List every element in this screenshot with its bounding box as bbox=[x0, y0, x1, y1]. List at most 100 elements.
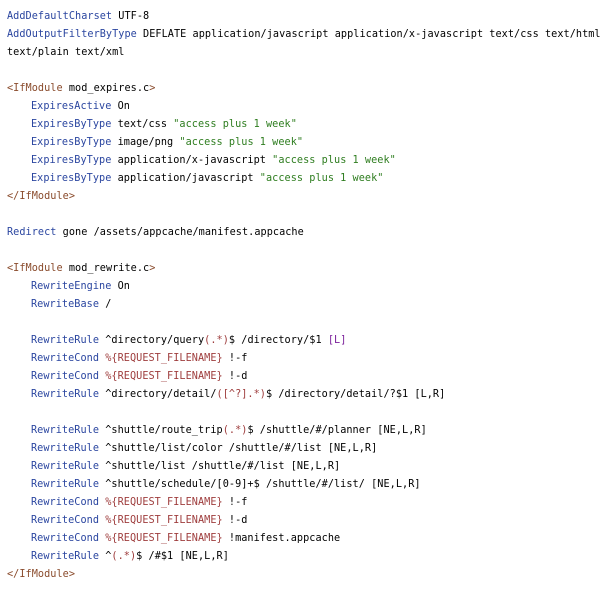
directive-token: RewriteRule bbox=[31, 335, 100, 346]
text-token: ^ bbox=[99, 551, 112, 562]
text-token: !-d bbox=[222, 515, 248, 526]
text-token: ^directory/detail/ bbox=[99, 389, 217, 400]
text-token: / bbox=[99, 299, 112, 310]
code-line: ExpiresByType image/png "access plus 1 w… bbox=[7, 134, 600, 152]
code-line: RewriteRule ^shuttle/schedule/[0-9]+$ /s… bbox=[7, 476, 600, 494]
code-line: RewriteRule ^directory/detail/([^?].*)$ … bbox=[7, 386, 600, 404]
directive-token: Redirect bbox=[7, 227, 57, 238]
directive-token: RewriteRule bbox=[31, 389, 100, 400]
code-line bbox=[7, 314, 600, 332]
text-token: $ /directory/$1 bbox=[228, 335, 328, 346]
text-token: application/x-javascript bbox=[111, 155, 273, 166]
code-line: RewriteRule ^(.*)$ /#$1 [NE,L,R] bbox=[7, 548, 600, 566]
directive-token: RewriteRule bbox=[31, 479, 100, 490]
code-line: <IfModule mod_expires.c> bbox=[7, 80, 600, 98]
text-token: UTF-8 bbox=[112, 11, 150, 22]
directive-token: RewriteCond bbox=[31, 515, 100, 526]
tag-token: <IfModule bbox=[7, 263, 63, 274]
directive-token: RewriteEngine bbox=[31, 281, 112, 292]
directive-token: RewriteRule bbox=[31, 551, 100, 562]
code-line: RewriteRule ^directory/query(.*)$ /direc… bbox=[7, 332, 600, 350]
variable-token: %{REQUEST_FILENAME} bbox=[105, 353, 223, 364]
text-token: !-d bbox=[222, 371, 248, 382]
code-line bbox=[7, 206, 600, 224]
code-line: RewriteCond %{REQUEST_FILENAME} !-f bbox=[7, 350, 600, 368]
text-token: !-f bbox=[222, 497, 248, 508]
code-line: RewriteRule ^shuttle/list /shuttle/#/lis… bbox=[7, 458, 600, 476]
text-token: ^shuttle/list /shuttle/#/list [NE,L,R] bbox=[99, 461, 341, 472]
variable-token: %{REQUEST_FILENAME} bbox=[105, 533, 223, 544]
tag-token: </IfModule> bbox=[7, 191, 76, 202]
text-token: mod_rewrite.c bbox=[62, 263, 150, 274]
directive-token: ExpiresActive bbox=[31, 101, 112, 112]
code-line: Redirect gone /assets/appcache/manifest.… bbox=[7, 224, 600, 242]
code-line: RewriteBase / bbox=[7, 296, 600, 314]
code-line: RewriteRule ^shuttle/route_trip(.*)$ /sh… bbox=[7, 422, 600, 440]
code-line: <IfModule mod_rewrite.c> bbox=[7, 260, 600, 278]
variable-token: %{REQUEST_FILENAME} bbox=[105, 497, 223, 508]
directive-token: ExpiresByType bbox=[31, 173, 112, 184]
string-token: "access plus 1 week" bbox=[272, 155, 396, 166]
code-line bbox=[7, 62, 600, 80]
text-token: $ /directory/detail/?$1 [L,R] bbox=[265, 389, 446, 400]
text-token: ^directory/query bbox=[99, 335, 205, 346]
directive-token: ExpiresByType bbox=[31, 119, 112, 130]
variable-token: %{REQUEST_FILENAME} bbox=[105, 371, 223, 382]
code-line: AddOutputFilterByType DEFLATE applicatio… bbox=[7, 26, 600, 44]
directive-token: RewriteBase bbox=[31, 299, 100, 310]
string-token: "access plus 1 week" bbox=[173, 119, 297, 130]
tag-token: </IfModule> bbox=[7, 569, 76, 580]
variable-token: %{REQUEST_FILENAME} bbox=[105, 515, 223, 526]
text-token: ^shuttle/list/color /shuttle/#/list [NE,… bbox=[99, 443, 378, 454]
variable-token: ([^?].*) bbox=[216, 389, 266, 400]
directive-token: RewriteRule bbox=[31, 461, 100, 472]
directive-token: RewriteRule bbox=[31, 443, 100, 454]
code-line: </IfModule> bbox=[7, 188, 600, 206]
directive-token: RewriteCond bbox=[31, 353, 100, 364]
code-line: ExpiresByType application/x-javascript "… bbox=[7, 152, 600, 170]
directive-token: RewriteCond bbox=[31, 533, 100, 544]
code-line: </IfModule> bbox=[7, 566, 600, 584]
text-token: $ /#$1 [NE,L,R] bbox=[136, 551, 229, 562]
variable-token: (.*) bbox=[204, 335, 229, 346]
code-line: text/plain text/xml bbox=[7, 44, 600, 62]
directive-token: AddDefaultCharset bbox=[7, 11, 113, 22]
code-line: RewriteEngine On bbox=[7, 278, 600, 296]
code-line: RewriteCond %{REQUEST_FILENAME} !-d bbox=[7, 512, 600, 530]
directive-token: ExpiresByType bbox=[31, 137, 112, 148]
text-token: image/png bbox=[111, 137, 180, 148]
directive-token: RewriteRule bbox=[31, 425, 100, 436]
code-line: ExpiresByType text/css "access plus 1 we… bbox=[7, 116, 600, 134]
code-line: AddDefaultCharset UTF-8 bbox=[7, 8, 600, 26]
variable-token: (.*) bbox=[111, 551, 137, 562]
text-token: !manifest.appcache bbox=[222, 533, 341, 544]
tag-token: > bbox=[149, 263, 156, 274]
string-token: "access plus 1 week" bbox=[259, 173, 384, 184]
text-token: mod_expires.c bbox=[62, 83, 150, 94]
text-token: DEFLATE application/javascript applicati… bbox=[136, 29, 600, 40]
directive-token: AddOutputFilterByType bbox=[7, 29, 137, 40]
bracket-token: [L] bbox=[327, 335, 347, 346]
tag-token: <IfModule bbox=[7, 83, 63, 94]
code-line bbox=[7, 242, 600, 260]
code-line: ExpiresActive On bbox=[7, 98, 600, 116]
text-token: text/css bbox=[111, 119, 174, 130]
text-token: $ /shuttle/#/planner [NE,L,R] bbox=[247, 425, 427, 436]
code-line bbox=[7, 404, 600, 422]
variable-token: (.*) bbox=[222, 425, 248, 436]
directive-token: RewriteCond bbox=[31, 371, 100, 382]
directive-token: ExpiresByType bbox=[31, 155, 112, 166]
text-token: On bbox=[111, 281, 130, 292]
code-line: ExpiresByType application/javascript "ac… bbox=[7, 170, 600, 188]
code-line: RewriteCond %{REQUEST_FILENAME} !manifes… bbox=[7, 530, 600, 548]
text-token: application/javascript bbox=[111, 173, 260, 184]
text-token: gone /assets/appcache/manifest.appcache bbox=[56, 227, 304, 238]
directive-token: RewriteCond bbox=[31, 497, 100, 508]
text-token: On bbox=[111, 101, 130, 112]
text-token: ^shuttle/schedule/[0-9]+$ /shuttle/#/lis… bbox=[99, 479, 421, 490]
code-line: RewriteCond %{REQUEST_FILENAME} !-f bbox=[7, 494, 600, 512]
tag-token: > bbox=[149, 83, 156, 94]
code-line: RewriteRule ^shuttle/list/color /shuttle… bbox=[7, 440, 600, 458]
code-line: RewriteCond %{REQUEST_FILENAME} !-d bbox=[7, 368, 600, 386]
